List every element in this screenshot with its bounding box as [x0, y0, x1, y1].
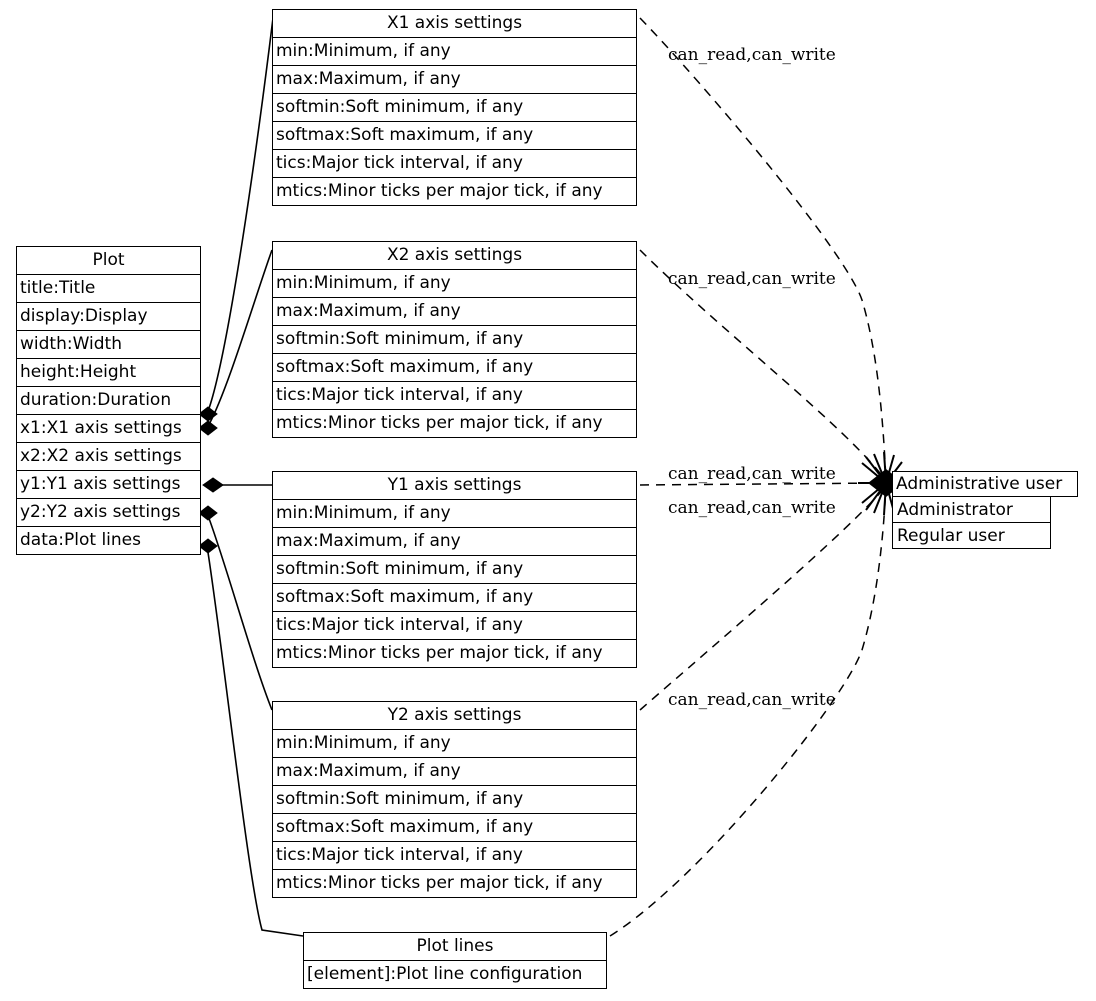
class-box-y2-axis: Y2 axis settings min:Minimum, if any max… — [272, 701, 637, 898]
class-attribute: min:Minimum, if any — [272, 270, 637, 298]
class-attribute: min:Minimum, if any — [272, 500, 637, 528]
class-attribute: softmin:Soft minimum, if any — [272, 556, 637, 584]
class-attribute: max:Maximum, if any — [272, 758, 637, 786]
class-attribute: y2:Y2 axis settings — [16, 499, 201, 527]
class-attribute: mtics:Minor ticks per major tick, if any — [272, 870, 637, 898]
class-attribute: [element]:Plot line configuration — [303, 961, 607, 989]
class-attribute: softmax:Soft maximum, if any — [272, 122, 637, 150]
class-attribute: display:Display — [16, 303, 201, 331]
class-attribute: tics:Major tick interval, if any — [272, 612, 637, 640]
class-attribute: tics:Major tick interval, if any — [272, 842, 637, 870]
class-attribute: min:Minimum, if any — [272, 38, 637, 66]
class-attribute: softmin:Soft minimum, if any — [272, 326, 637, 354]
class-attribute: Regular user — [892, 523, 1051, 549]
edge-label-y2-permissions: can_read,can_write — [668, 498, 836, 518]
class-title-y1-axis: Y1 axis settings — [272, 471, 637, 500]
class-attribute: mtics:Minor ticks per major tick, if any — [272, 178, 637, 206]
class-title-plot-lines: Plot lines — [303, 932, 607, 961]
class-attribute: height:Height — [16, 359, 201, 387]
class-box-plot: Plot title:Title display:Display width:W… — [16, 246, 201, 555]
composition-diamond-x1 — [198, 406, 218, 422]
class-title-y2-axis: Y2 axis settings — [272, 701, 637, 730]
class-attribute: tics:Major tick interval, if any — [272, 150, 637, 178]
edge-label-plotlines-permissions: can_read,can_write — [668, 690, 836, 710]
edge-label-x2-permissions: can_read,can_write — [668, 269, 836, 289]
class-attribute: data:Plot lines — [16, 527, 201, 555]
class-box-administrative-user: Administrative user Administrator Regula… — [892, 471, 1078, 549]
class-title-plot: Plot — [16, 246, 201, 275]
class-attribute: mtics:Minor ticks per major tick, if any — [272, 410, 637, 438]
class-attribute: width:Width — [16, 331, 201, 359]
class-box-x1-axis: X1 axis settings min:Minimum, if any max… — [272, 9, 637, 206]
composition-edge-y2 — [206, 512, 273, 711]
class-attribute: softmin:Soft minimum, if any — [272, 786, 637, 814]
class-attribute: title:Title — [16, 275, 201, 303]
class-title-administrative-user: Administrative user — [892, 471, 1078, 497]
class-attribute: Administrator — [892, 497, 1051, 523]
edge-label-y1-permissions: can_read,can_write — [668, 464, 836, 484]
class-attribute: max:Maximum, if any — [272, 66, 637, 94]
class-attribute: min:Minimum, if any — [272, 730, 637, 758]
composition-diamond-x2 — [198, 420, 218, 436]
association-edge-x1-admin — [639, 17, 887, 482]
class-attribute: softmax:Soft maximum, if any — [272, 814, 637, 842]
association-edge-plotlines-admin — [609, 487, 887, 937]
class-attribute: max:Maximum, if any — [272, 298, 637, 326]
class-attribute: x2:X2 axis settings — [16, 443, 201, 471]
class-attribute: mtics:Minor ticks per major tick, if any — [272, 640, 637, 668]
class-attribute: max:Maximum, if any — [272, 528, 637, 556]
class-box-y1-axis: Y1 axis settings min:Minimum, if any max… — [272, 471, 637, 668]
class-title-x1-axis: X1 axis settings — [272, 9, 637, 38]
composition-edge-x1 — [206, 17, 274, 415]
class-title-x2-axis: X2 axis settings — [272, 241, 637, 270]
class-attribute: softmax:Soft maximum, if any — [272, 354, 637, 382]
class-attribute: softmin:Soft minimum, if any — [272, 94, 637, 122]
class-box-x2-axis: X2 axis settings min:Minimum, if any max… — [272, 241, 637, 438]
composition-diamond-data — [198, 538, 218, 554]
edge-label-x1-permissions: can_read,can_write — [668, 45, 836, 65]
composition-diamond-y2 — [198, 505, 218, 521]
association-edge-y2-admin — [639, 485, 887, 711]
class-box-plot-lines: Plot lines [element]:Plot line configura… — [303, 932, 607, 989]
composition-edge-x2 — [206, 249, 273, 429]
class-attribute: duration:Duration — [16, 387, 201, 415]
class-attribute: tics:Major tick interval, if any — [272, 382, 637, 410]
class-attribute: x1:X1 axis settings — [16, 415, 201, 443]
composition-diamond-y1 — [202, 477, 224, 493]
class-attribute: softmax:Soft maximum, if any — [272, 584, 637, 612]
class-attribute: y1:Y1 axis settings — [16, 471, 201, 499]
